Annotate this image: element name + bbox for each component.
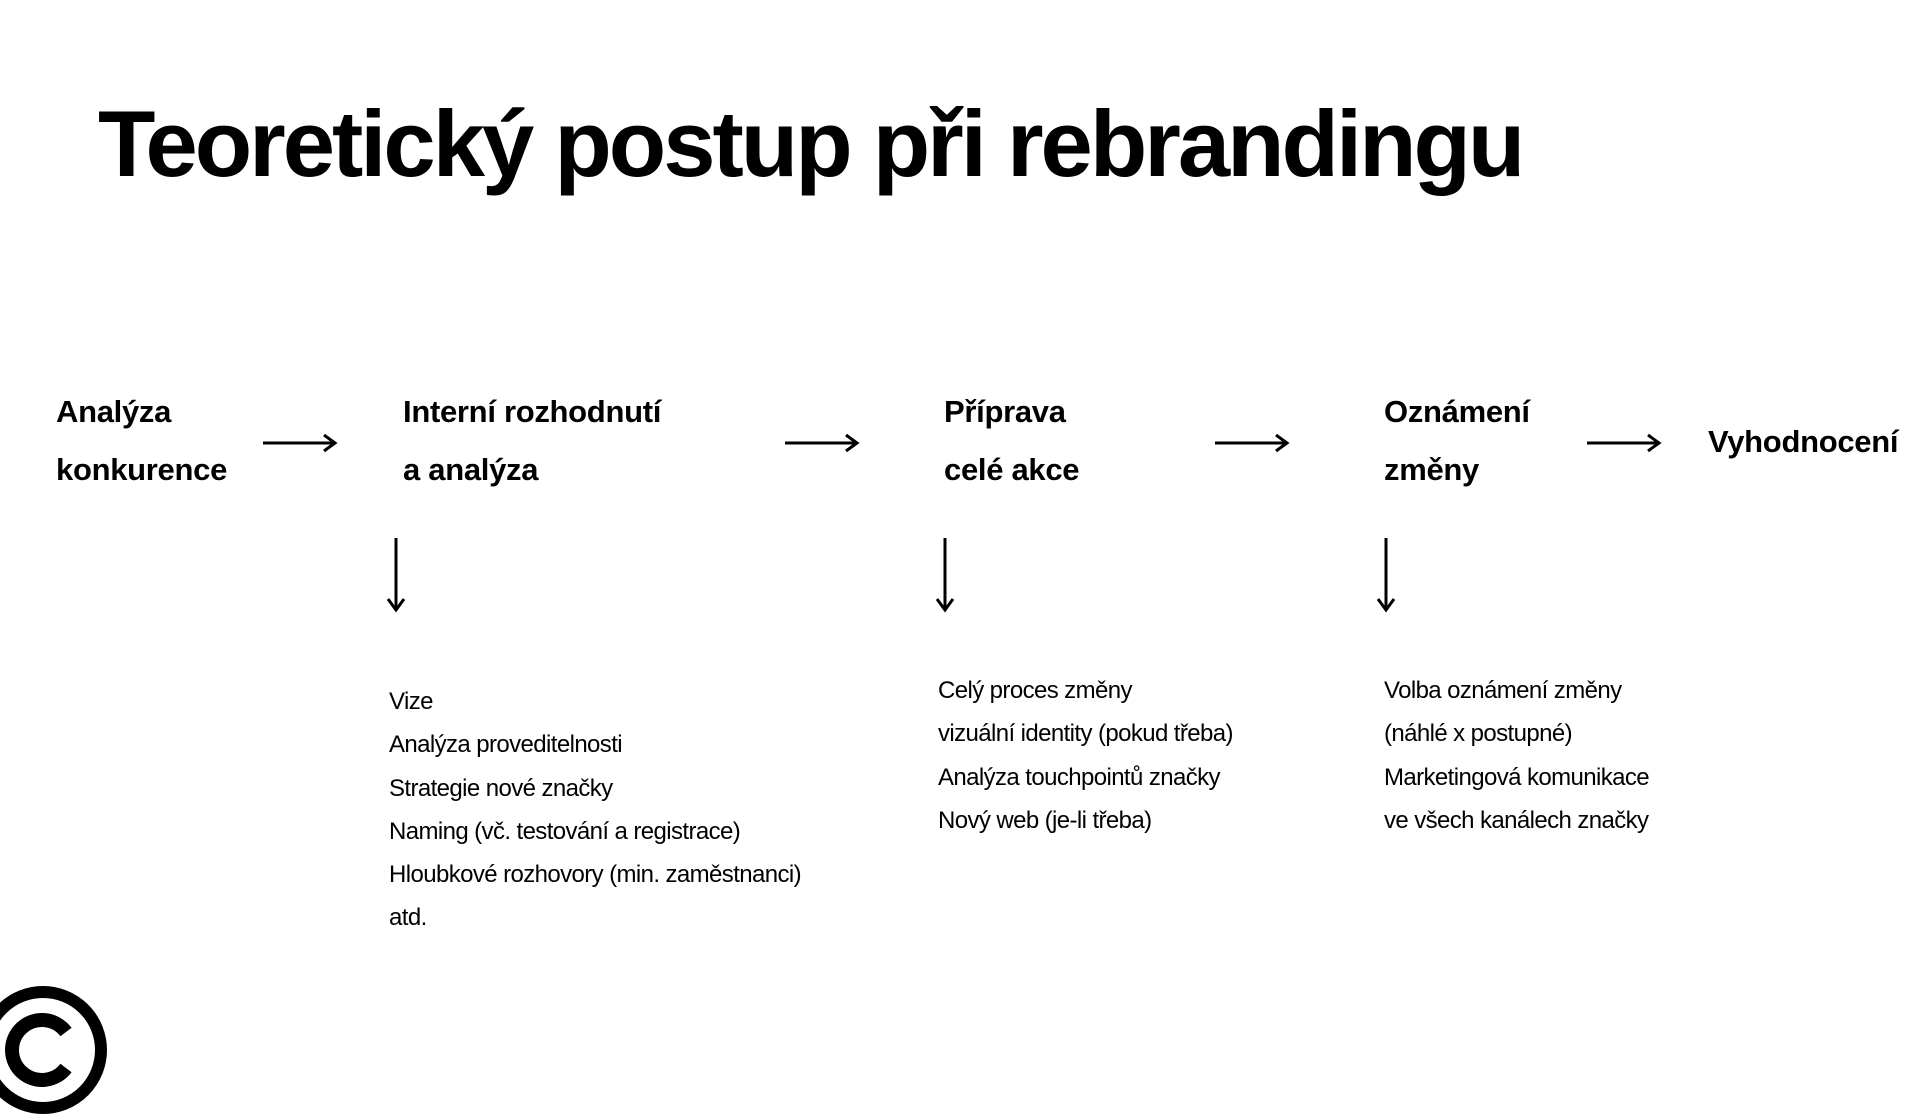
step-oznameni: Oznámení změny: [1384, 383, 1530, 499]
detail-item: Hloubkové rozhovory (min. zaměstnanci): [389, 861, 802, 889]
arrow-right-icon: [1586, 432, 1662, 454]
step-vyhodnoceni: Vyhodnocení: [1708, 413, 1898, 471]
step-label-line1: Analýza: [56, 394, 172, 429]
step-interni-rozhodnuti: Interní rozhodnutí a analýza: [403, 383, 661, 499]
step-label-line1: Interní rozhodnutí: [403, 394, 662, 429]
step-priprava: Příprava celé akce: [944, 383, 1080, 499]
detail-item: Strategie nové značky: [389, 774, 613, 802]
arrow-down-icon: [934, 537, 956, 613]
step-label-line1: Oznámení: [1384, 394, 1530, 429]
detail-item: vizuální identity (pokud třeba): [938, 720, 1234, 748]
arrow-right-icon: [784, 432, 860, 454]
step-label-line2: konkurence: [56, 452, 228, 487]
step-analyza-konkurence: Analýza konkurence: [56, 383, 227, 499]
arrow-down-icon: [1375, 537, 1397, 613]
detail-item: (náhlé x postupné): [1384, 720, 1573, 748]
detail-item: ve všech kanálech značky: [1384, 806, 1649, 834]
detail-item: Analýza proveditelnosti: [389, 731, 623, 759]
detail-item: Analýza touchpointů značky: [938, 763, 1221, 791]
arrow-right-icon: [1214, 432, 1290, 454]
step-label-line2: a analýza: [403, 452, 539, 487]
details-oznameni: Volba oznámení změny (náhlé x postupné) …: [1384, 669, 1650, 842]
step-label-line1: Vyhodnocení: [1708, 424, 1899, 459]
detail-item: Volba oznámení změny: [1384, 677, 1622, 704]
detail-item: Marketingová komunikace: [1384, 763, 1650, 791]
detail-item: Naming (vč. testování a registrace): [389, 817, 741, 845]
detail-item: Nový web (je-li třeba): [938, 806, 1152, 834]
step-label-line2: celé akce: [944, 452, 1080, 487]
details-interni-rozhodnuti: Vize Analýza proveditelnosti Strategie n…: [389, 680, 802, 940]
page-title: Teoretický postup při rebrandingu: [98, 91, 1525, 196]
step-label-line2: změny: [1384, 452, 1479, 487]
arrow-down-icon: [385, 537, 407, 613]
arrow-right-icon: [262, 432, 338, 454]
detail-item: atd.: [389, 904, 427, 932]
detail-item: Celý proces změny: [938, 677, 1132, 704]
detail-item: Vize: [389, 688, 433, 715]
details-priprava: Celý proces změny vizuální identity (pok…: [938, 669, 1234, 842]
copyright-logo-icon: [0, 985, 108, 1115]
step-label-line1: Příprava: [944, 394, 1066, 429]
